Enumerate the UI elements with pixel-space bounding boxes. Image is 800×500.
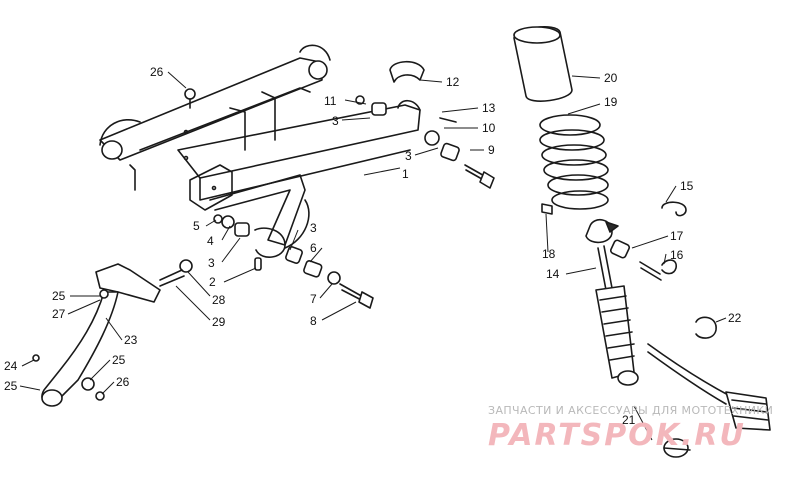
- linkage-arm: [32, 263, 161, 407]
- shock-absorber: [513, 26, 771, 458]
- callout-2: 2: [209, 275, 216, 289]
- callout-5: 5: [193, 219, 200, 233]
- watermark-logo: PARTSPOK.RU: [488, 418, 746, 453]
- callout-7: 7: [310, 292, 317, 306]
- callout-3b: 3: [405, 149, 412, 163]
- callout-4: 4: [207, 234, 214, 248]
- callout-25a: 25: [52, 289, 66, 303]
- callout-9: 9: [488, 143, 495, 157]
- callout-25b: 25: [112, 353, 126, 367]
- callouts: 1 2 3 3 3 3 4 5 6 7 8 9 10 11 12 13 14 1…: [4, 65, 742, 427]
- callout-8: 8: [310, 314, 317, 328]
- callout-3d: 3: [310, 221, 317, 235]
- callout-26b: 26: [116, 375, 130, 389]
- callout-1: 1: [402, 167, 409, 181]
- bumper-cap: [389, 60, 425, 83]
- callout-24: 24: [4, 359, 18, 373]
- callout-18: 18: [542, 247, 556, 261]
- callout-26a: 26: [150, 65, 164, 79]
- callout-14: 14: [546, 267, 560, 281]
- callout-6: 6: [310, 241, 317, 255]
- callout-17: 17: [670, 229, 684, 243]
- callout-16: 16: [670, 248, 684, 262]
- pivot-hardware: [159, 88, 495, 309]
- leader-lines: [19, 71, 727, 441]
- callout-15: 15: [680, 179, 694, 193]
- callout-20: 20: [604, 71, 618, 85]
- callout-23: 23: [124, 333, 138, 347]
- callout-22: 22: [728, 311, 742, 325]
- callout-29: 29: [212, 315, 226, 329]
- callout-10: 10: [482, 121, 496, 135]
- callout-19: 19: [604, 95, 618, 109]
- callout-25c: 25: [4, 379, 18, 393]
- watermark-caption: ЗАПЧАСТИ И АКСЕССУАРЫ ДЛЯ МОТОТЕХНИКИ: [488, 404, 774, 417]
- callout-12: 12: [446, 75, 460, 89]
- callout-27: 27: [52, 307, 66, 321]
- callout-3a: 3: [332, 114, 339, 128]
- callout-11: 11: [324, 94, 337, 108]
- callout-28: 28: [212, 293, 226, 307]
- coil-spring: [539, 114, 609, 210]
- rear-arm-frame: [99, 44, 421, 258]
- callout-21: 21: [622, 413, 636, 427]
- callout-13: 13: [482, 101, 496, 115]
- callout-3c: 3: [208, 256, 215, 270]
